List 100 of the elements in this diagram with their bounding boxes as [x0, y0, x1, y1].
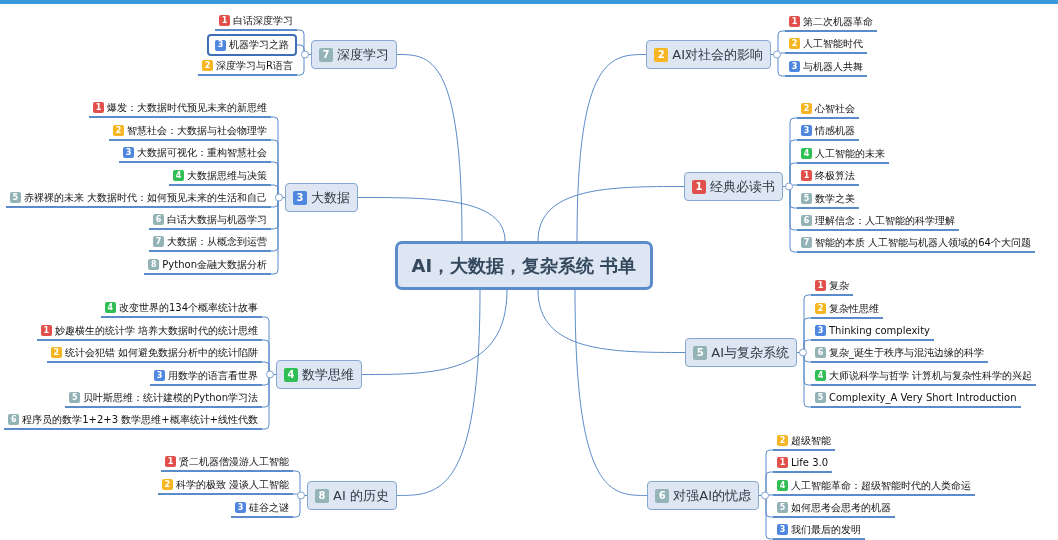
- book-title: 大师说科学与哲学 计算机与复杂性科学的兴起: [829, 368, 1033, 383]
- book-item: [215, 12, 297, 31]
- connector-line: [396, 289, 481, 496]
- book-item: [5, 189, 271, 208]
- book-title: 复杂: [829, 278, 849, 293]
- book-title: 理解信念：人工智能的科学理解: [815, 213, 955, 228]
- book-item: [811, 277, 853, 296]
- book-title: 我们最后的发明: [791, 522, 861, 537]
- priority-marker: 2: [50, 347, 62, 358]
- book-title: 如何思考会思考的机器: [791, 500, 891, 515]
- connector-line: [361, 289, 508, 375]
- priority-marker: 4: [777, 480, 788, 491]
- category-box: [307, 481, 397, 510]
- category-box: [276, 360, 362, 389]
- priority-marker: 2: [161, 479, 173, 490]
- priority-marker: 2: [777, 435, 788, 446]
- category-box: [685, 338, 797, 367]
- book-item: [811, 389, 1021, 408]
- book-item: [797, 167, 859, 186]
- book-item: [797, 145, 889, 164]
- priority-marker: 5: [69, 392, 81, 403]
- book-title: Thinking complexity: [829, 325, 930, 336]
- book-title: 贝叶斯思维：统计建模的Python学习法: [83, 390, 258, 405]
- priority-marker: 6: [8, 414, 20, 425]
- priority-marker: 4: [815, 370, 826, 381]
- book-item: [231, 499, 293, 518]
- book-title: 终极算法: [815, 168, 855, 183]
- priority-marker: 5: [801, 193, 812, 204]
- priority-marker: 3: [235, 502, 246, 513]
- priority-marker: 5: [777, 502, 788, 513]
- category-box: [684, 172, 783, 201]
- book-title: 机器学习之路: [229, 38, 289, 52]
- book-title: 大数据思维与决策: [187, 168, 267, 183]
- priority-marker: 1: [815, 280, 826, 291]
- priority-marker: 1: [801, 170, 812, 181]
- book-item: [811, 367, 1037, 386]
- priority-marker: 7: [319, 47, 333, 62]
- priority-marker: 3: [123, 147, 134, 158]
- book-title: 人工智能的未来: [815, 146, 885, 161]
- priority-marker: 2: [113, 125, 124, 136]
- priority-marker: 7: [153, 236, 164, 247]
- central-topic-box: [395, 241, 653, 290]
- priority-marker: 8: [148, 259, 160, 270]
- category-label: AI与复杂系统: [711, 343, 789, 362]
- book-item: [4, 411, 262, 430]
- priority-marker: 7: [801, 237, 812, 248]
- priority-marker: 2: [789, 38, 800, 49]
- category-label: 深度学习: [337, 45, 389, 64]
- book-item: [109, 122, 271, 141]
- book-title: 赤裸裸的未来 大数据时代：如何预见未来的生活和自己: [23, 190, 267, 205]
- book-title: 硅谷之谜: [249, 500, 289, 515]
- priority-marker: 6: [801, 215, 812, 226]
- category-label: 数学思维: [302, 365, 354, 384]
- book-item: [785, 13, 877, 32]
- book-title: 改变世界的134个概率统计故事: [118, 300, 258, 315]
- book-title: 大数据可视化：重构智慧社会: [137, 145, 267, 160]
- book-title: 与机器人共舞: [803, 59, 863, 74]
- priority-marker: 2: [202, 60, 214, 71]
- priority-marker: 3: [154, 370, 165, 381]
- book-title: 人工智能革命：超级智能时代的人类命运: [791, 478, 971, 493]
- priority-marker: 3: [815, 325, 826, 336]
- priority-marker: 2: [654, 47, 669, 62]
- book-title: 人工智能时代: [803, 36, 863, 51]
- book-title: 第二次机器革命: [803, 14, 873, 29]
- priority-marker: 2: [801, 103, 812, 114]
- book-item: [797, 100, 859, 119]
- priority-marker: 1: [219, 15, 230, 26]
- priority-marker: 1: [165, 456, 176, 467]
- category-box: [646, 40, 771, 69]
- connector-line: [537, 186, 685, 242]
- connector-line: [261, 374, 277, 430]
- book-title: 智慧社会：大数据与社会物理学: [127, 123, 267, 138]
- book-title: 复杂性思维: [829, 301, 879, 316]
- book-title: 用数学的语言看世界: [168, 368, 258, 383]
- category-box: [311, 40, 397, 69]
- book-title: Complexity_A Very Short Introduction: [829, 392, 1017, 403]
- priority-marker: 8: [315, 488, 329, 503]
- priority-marker: 6: [655, 488, 670, 503]
- book-item: [773, 454, 833, 473]
- book-item: [773, 432, 835, 451]
- book-title: 妙趣横生的统计学 培养大数据时代的统计思维: [54, 323, 258, 338]
- book-title: 白话大数据与机器学习: [167, 212, 267, 227]
- priority-marker: 6: [153, 214, 164, 225]
- category-label: AI 的历史: [333, 486, 389, 505]
- book-title: 贤二机器僧漫游人工智能: [179, 454, 289, 469]
- book-title: 爆发：大数据时代预见未来的新思维: [107, 100, 267, 115]
- priority-marker: 6: [815, 347, 826, 358]
- book-title: 心智社会: [815, 101, 855, 116]
- book-item: [797, 190, 859, 209]
- connector-line: [357, 197, 506, 242]
- connector-line: [574, 289, 648, 496]
- book-item: [169, 167, 271, 186]
- book-item: [773, 477, 975, 496]
- selected-book-item: [207, 34, 297, 56]
- connector-line: [396, 54, 463, 242]
- book-title: 统计会犯错 如何避免数据分析中的统计陷阱: [64, 345, 258, 360]
- book-item: [797, 122, 859, 141]
- topic-title: AI，大数据，复杂系统 书单: [411, 253, 637, 278]
- book-title: 情感机器: [815, 123, 855, 138]
- book-item: [89, 99, 271, 118]
